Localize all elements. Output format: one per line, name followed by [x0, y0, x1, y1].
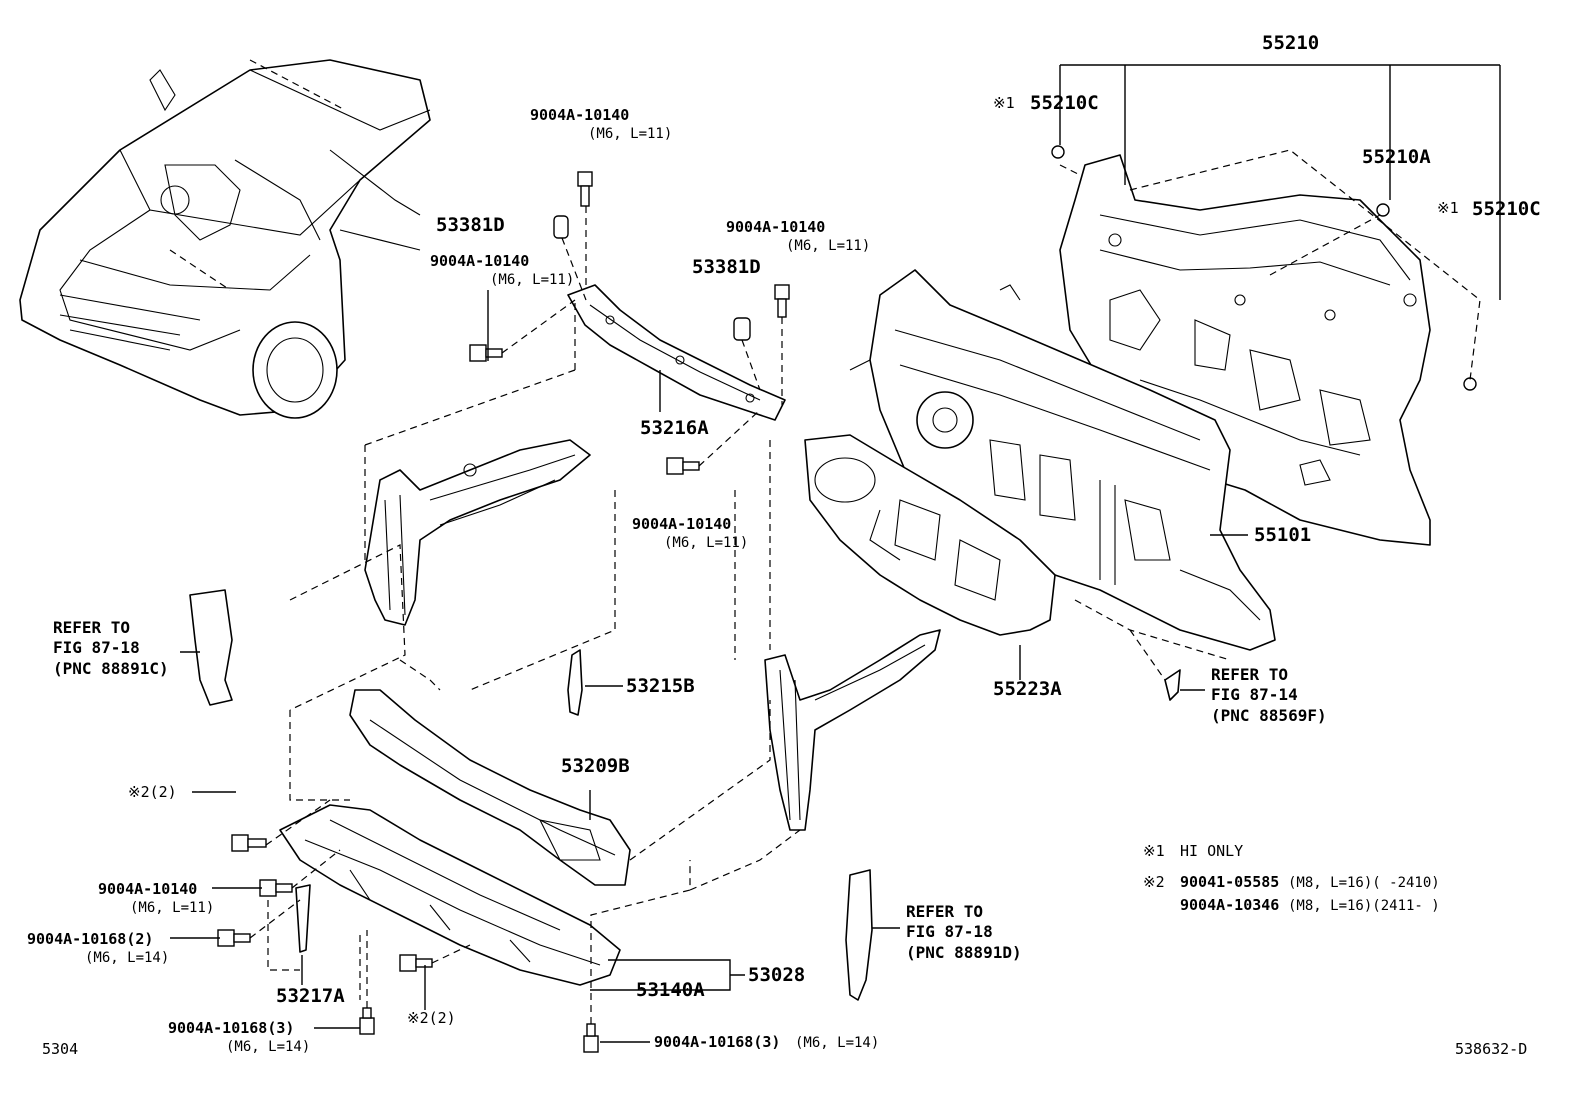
label-bolt-b-a-spec: (M6, L=14): [85, 950, 169, 966]
crossmember-53209b: [349, 689, 631, 886]
dash-insulator-55223a: [804, 434, 1056, 636]
vehicle-illustration: [19, 59, 431, 419]
refer-right-bottom: REFER TO FIG 87-18 (PNC 88891D): [906, 902, 1022, 962]
refer-left: REFER TO FIG 87-18 (PNC 88891C): [53, 618, 169, 678]
label-bolt-a-mid: 9004A-10140: [632, 515, 731, 533]
label-mark2-qty-a: ※2(2): [128, 783, 177, 801]
brace-53217a: [295, 884, 311, 953]
label-mark2-qty-b: ※2(2): [407, 1009, 456, 1027]
label-55101: 55101: [1254, 524, 1311, 546]
leader-lines: [170, 64, 1501, 1043]
label-53209b: 53209B: [561, 755, 630, 777]
refer-left-line3: (PNC 88891C): [53, 659, 169, 678]
fasteners: [217, 145, 1477, 1053]
label-bolt-a-right-spec: (M6, L=11): [786, 238, 870, 254]
label-bolt-b-b: 9004A-10168(3): [168, 1019, 294, 1037]
refer-right-top-line3: (PNC 88569F): [1211, 706, 1327, 725]
label-bolt-a-top-spec: (M6, L=11): [588, 126, 672, 142]
note2-line2-pn: 9004A-10346: [1180, 896, 1279, 914]
label-55210c-left: 55210C: [1030, 92, 1099, 114]
part-labels: 55210 ※1 55210C 55210A ※1 55210C 9004A-1…: [27, 32, 1541, 1055]
label-55223a: 55223A: [993, 678, 1062, 700]
label-bolt-b-c-spec: (M6, L=14): [795, 1035, 879, 1051]
radiator-panel-left-ref: [189, 589, 233, 706]
note2-line2-spec: (M8, L=16)(2411- ): [1288, 898, 1440, 914]
mark1-right: ※1: [1437, 199, 1459, 217]
label-53028: 53028: [748, 964, 805, 986]
mark1-left: ※1: [993, 94, 1015, 112]
label-53140a: 53140A: [636, 979, 705, 1001]
refer-right-bottom-line3: (PNC 88891D): [906, 943, 1022, 962]
ref-part-88569f: [1164, 669, 1181, 701]
label-53381d-left: 53381D: [436, 214, 505, 236]
refer-left-line1: REFER TO: [53, 618, 130, 637]
note2-mark: ※2: [1143, 873, 1165, 891]
label-bolt-a-mid-spec: (M6, L=11): [664, 535, 748, 551]
refer-right-top: REFER TO FIG 87-14 (PNC 88569F): [1211, 665, 1327, 725]
refer-right-bottom-line1: REFER TO: [906, 902, 983, 921]
refer-right-bottom-line2: FIG 87-18: [906, 922, 993, 941]
page-code-right: 538632-D: [1455, 1040, 1527, 1058]
note2-line1-spec: (M8, L=16)( -2410): [1288, 875, 1440, 891]
label-bolt-b-b-spec: (M6, L=14): [226, 1039, 310, 1055]
support-side-left: [364, 439, 591, 626]
label-53215b: 53215B: [626, 675, 695, 697]
page-code-left: 5304: [42, 1040, 78, 1058]
label-55210: 55210: [1262, 32, 1319, 54]
label-bolt-a-left-spec: (M6, L=11): [490, 272, 574, 288]
refer-right-top-line2: FIG 87-14: [1211, 685, 1298, 704]
label-bolt-a-low-spec: (M6, L=11): [130, 900, 214, 916]
label-55210a: 55210A: [1362, 146, 1431, 168]
label-bolt-a-right: 9004A-10140: [726, 218, 825, 236]
label-bolt-a-low: 9004A-10140: [98, 880, 197, 898]
brace-53215b: [567, 649, 583, 716]
label-53217a: 53217A: [276, 985, 345, 1007]
dash-panel-55101: [849, 269, 1276, 651]
refer-left-line2: FIG 87-18: [53, 638, 140, 657]
note1-mark: ※1: [1143, 842, 1165, 860]
notes: ※1 HI ONLY ※2 90041-05585 (M8, L=16)( -2…: [1143, 842, 1440, 914]
label-bolt-a-top: 9004A-10140: [530, 106, 629, 124]
support-side-right: [764, 629, 941, 831]
label-bolt-b-a: 9004A-10168(2): [27, 930, 153, 948]
label-bolt-a-left: 9004A-10140: [430, 252, 529, 270]
note1-text: HI ONLY: [1180, 842, 1243, 860]
radiator-panel-right-ref: [845, 869, 873, 1001]
assembly-lines: [249, 149, 1481, 1024]
label-53381d-right: 53381D: [692, 256, 761, 278]
label-53216a: 53216A: [640, 417, 709, 439]
label-55210c-right: 55210C: [1472, 198, 1541, 220]
radiator-support-upper-53216a: [567, 284, 786, 421]
lower-support-53028: [279, 804, 621, 986]
refer-right-top-line1: REFER TO: [1211, 665, 1288, 684]
note2-line1-pn: 90041-05585: [1180, 873, 1279, 891]
label-bolt-b-c: 9004A-10168(3): [654, 1033, 780, 1051]
